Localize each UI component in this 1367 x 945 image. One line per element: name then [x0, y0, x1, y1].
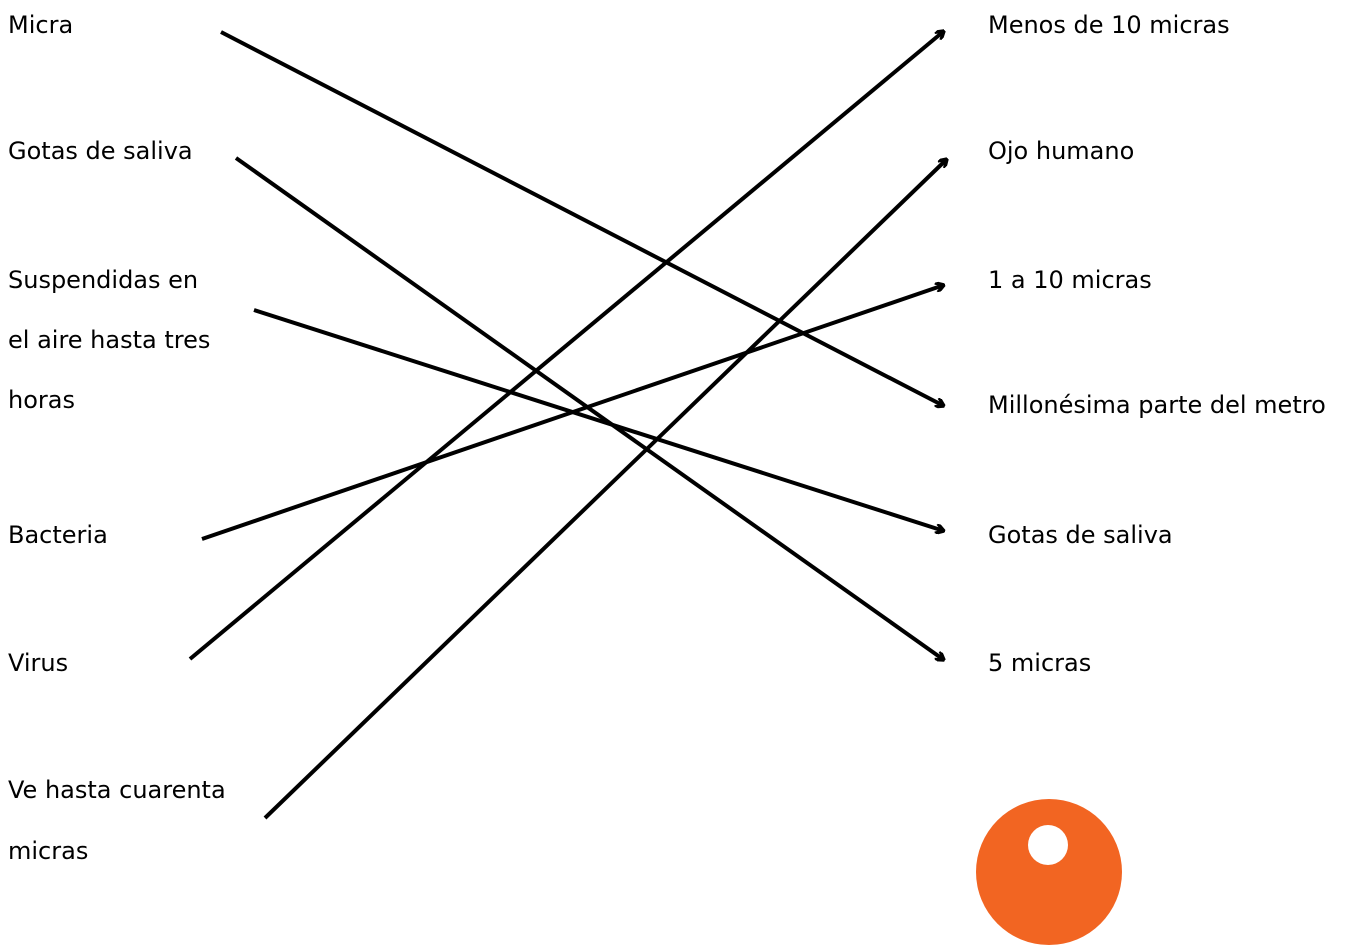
arrow-ojo-to-ojohumano [263, 159, 947, 820]
matching-arrows [188, 0, 1367, 820]
arrow-virus-to-menos10 [188, 31, 944, 661]
arrow-micra-to-millonesima [220, 30, 944, 406]
left-label-suspendidas-line-3: horas [8, 386, 75, 414]
left-label-micra: Micra [8, 11, 74, 39]
left-label-gotas-de-saliva: Gotas de saliva [8, 137, 193, 165]
left-label-suspendidas-line-1: Suspendidas en [8, 266, 199, 294]
decorative-circle-hole [1028, 825, 1068, 865]
right-label-millonesima: Millonésima parte del metro [988, 391, 1326, 419]
arrow-bacteria-to-uno10 [201, 285, 944, 541]
left-label-suspendidas-line-2: el aire hasta tres [8, 326, 211, 354]
left-label-ojo-line-2: micras [8, 837, 89, 865]
right-label-menos-de-10-micras: Menos de 10 micras [988, 11, 1230, 39]
left-label-virus: Virus [8, 649, 69, 677]
arrow-gotas-to-cinco [234, 156, 944, 660]
right-label-ojo-humano: Ojo humano [988, 137, 1135, 165]
left-label-ojo-line-1: Ve hasta cuarenta [8, 776, 226, 804]
left-label-bacteria: Bacteria [8, 521, 108, 549]
arrow-suspendidas-to-gotasR [253, 308, 944, 531]
right-label-gotas-de-saliva: Gotas de saliva [988, 521, 1173, 549]
decorative-orange-circle [976, 799, 1122, 945]
right-label-1-a-10-micras: 1 a 10 micras [988, 266, 1152, 294]
right-label-5-micras: 5 micras [988, 649, 1092, 677]
